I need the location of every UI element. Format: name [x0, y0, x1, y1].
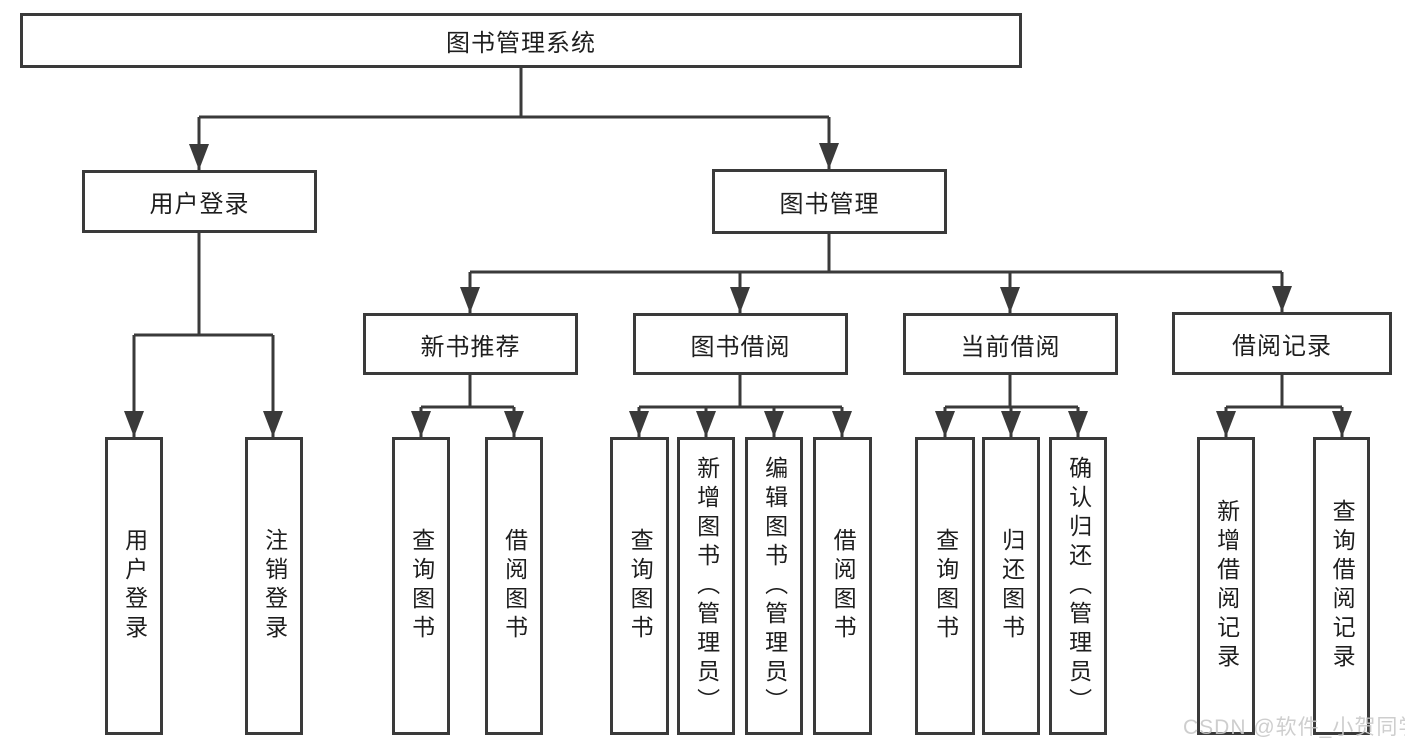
- leaf-records-query-record-label: 查询借阅记录: [1329, 499, 1356, 673]
- leaf-newrec-borrow-books-label: 借阅图书: [501, 528, 528, 644]
- connector-new-book-to-leaves: [411, 375, 524, 437]
- leaf-user-login: 用户登录: [105, 437, 163, 735]
- connector-root-to-level2: [189, 68, 839, 170]
- node-book-borrow: 图书借阅: [633, 313, 848, 375]
- leaf-user-login-label: 用户登录: [121, 528, 148, 644]
- leaf-current-query-books: 查询图书: [915, 437, 975, 735]
- node-user-login-label: 用户登录: [149, 191, 250, 218]
- leaf-borrow-borrow-books: 借阅图书: [813, 437, 872, 735]
- leaf-borrow-add-books-admin-label: 新增图书（管理员）: [693, 455, 720, 717]
- leaf-newrec-borrow-books: 借阅图书: [485, 437, 543, 735]
- node-book-mgmt-label: 图书管理: [779, 191, 880, 218]
- node-book-borrow-label: 图书借阅: [690, 333, 791, 361]
- node-borrow-records: 借阅记录: [1172, 312, 1392, 375]
- leaf-current-confirm-return-admin-label: 确认归还（管理员）: [1065, 455, 1092, 717]
- leaf-records-add-record-label: 新增借阅记录: [1213, 499, 1240, 673]
- leaf-borrow-add-books-admin: 新增图书（管理员）: [677, 437, 735, 735]
- leaf-borrow-query-books-label: 查询图书: [627, 528, 654, 644]
- leaf-newrec-query-books-label: 查询图书: [408, 528, 435, 644]
- leaf-records-query-record: 查询借阅记录: [1313, 437, 1370, 735]
- leaf-borrow-edit-books-admin: 编辑图书（管理员）: [745, 437, 803, 735]
- leaf-borrow-query-books: 查询图书: [610, 437, 669, 735]
- node-new-book-rec: 新书推荐: [363, 313, 578, 375]
- leaf-current-query-books-label: 查询图书: [932, 528, 959, 644]
- node-current-borrow: 当前借阅: [903, 313, 1118, 375]
- connector-current-borrow-to-leaves: [935, 375, 1088, 437]
- leaf-current-return-books: 归还图书: [982, 437, 1040, 735]
- leaf-borrow-edit-books-admin-label: 编辑图书（管理员）: [761, 455, 788, 717]
- connector-book-borrow-to-leaves: [629, 375, 852, 437]
- connector-book-mgmt-to-level3: [460, 234, 1292, 313]
- csdn-watermark: CSDN @软件_小贺同学: [1183, 716, 1405, 739]
- connector-borrow-records-to-leaves: [1216, 375, 1352, 437]
- leaf-logout-label: 注销登录: [261, 528, 288, 644]
- node-book-mgmt: 图书管理: [712, 169, 947, 234]
- node-new-book-rec-label: 新书推荐: [420, 333, 521, 361]
- leaf-borrow-borrow-books-label: 借阅图书: [830, 528, 857, 644]
- connector-user-login-to-leaves: [124, 233, 283, 437]
- leaf-newrec-query-books: 查询图书: [392, 437, 450, 735]
- leaf-current-return-books-label: 归还图书: [998, 528, 1025, 644]
- node-root-label: 图书管理系统: [446, 30, 596, 57]
- node-current-borrow-label: 当前借阅: [960, 333, 1061, 361]
- node-root: 图书管理系统: [20, 13, 1022, 68]
- leaf-current-confirm-return-admin: 确认归还（管理员）: [1049, 437, 1107, 735]
- node-user-login: 用户登录: [82, 170, 317, 233]
- leaf-logout: 注销登录: [245, 437, 303, 735]
- node-borrow-records-label: 借阅记录: [1232, 333, 1332, 360]
- leaf-records-add-record: 新增借阅记录: [1197, 437, 1255, 735]
